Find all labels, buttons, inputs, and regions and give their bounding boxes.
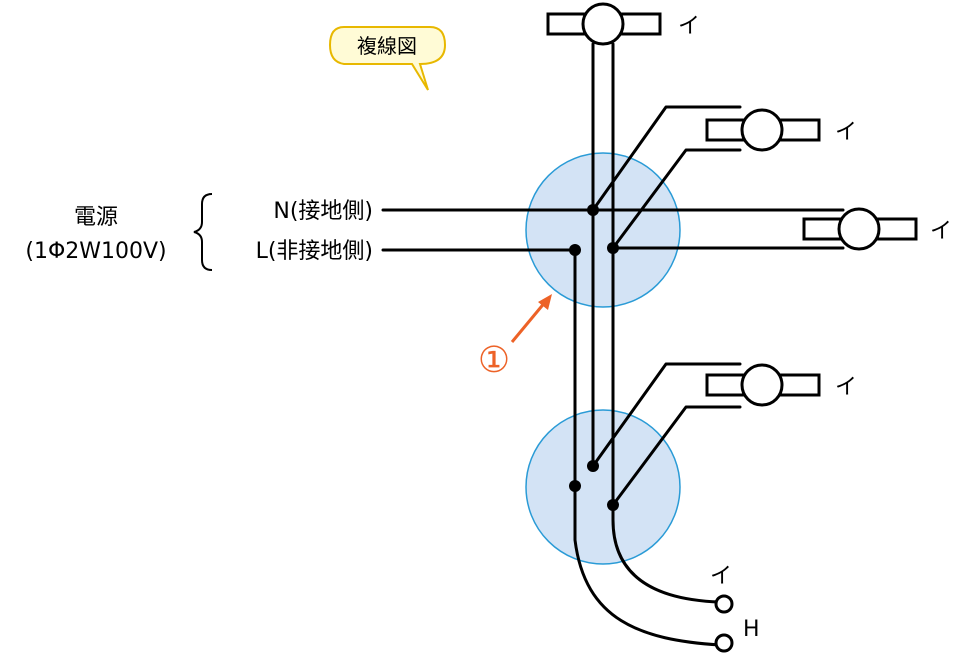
switch-label-bottom: H xyxy=(743,617,760,642)
connection-dot xyxy=(569,244,581,256)
connection-dot xyxy=(587,460,599,472)
title-bubble: 複線図 xyxy=(328,26,447,91)
switch-wires xyxy=(573,484,722,647)
lamp-label-lower-right: イ xyxy=(835,375,857,400)
switch-terminal-top xyxy=(714,594,734,614)
lamp-4-wires xyxy=(591,362,742,507)
switch xyxy=(714,594,734,653)
junction-box-upper xyxy=(525,152,681,308)
switch-terminal-bottom xyxy=(714,633,734,653)
title-bubble-text: 複線図 xyxy=(357,34,417,58)
lamp-top xyxy=(546,2,662,46)
lamp-upper-right xyxy=(705,108,821,152)
lamp-right xyxy=(802,207,918,251)
connection-dot xyxy=(587,204,599,216)
callout: ① xyxy=(478,294,552,381)
lamp-lower-right xyxy=(705,363,821,407)
brace-icon xyxy=(193,193,213,271)
callout-number: ① xyxy=(478,340,510,381)
power-source-label: 電源 xyxy=(74,205,118,230)
switch-label-top: イ xyxy=(710,564,732,589)
power-source-spec: (1Φ2W100V) xyxy=(25,239,166,264)
callout-arrowhead xyxy=(538,294,552,310)
lamp-2-wires xyxy=(591,105,742,250)
connection-dot xyxy=(607,242,619,254)
junction-box-lower xyxy=(525,409,681,565)
connection-points xyxy=(569,204,619,511)
lamp-label-top: イ xyxy=(678,14,700,39)
lamp-label-right: イ xyxy=(930,219,952,244)
connection-dot xyxy=(607,499,619,511)
top-lamp-wires xyxy=(591,42,615,505)
line-label: L(非接地側) xyxy=(256,239,373,264)
neutral-label: N(接地側) xyxy=(273,199,373,224)
connection-dot xyxy=(569,480,581,492)
callout-arrow xyxy=(510,300,548,343)
lamp-label-upper-right: イ xyxy=(835,120,857,145)
